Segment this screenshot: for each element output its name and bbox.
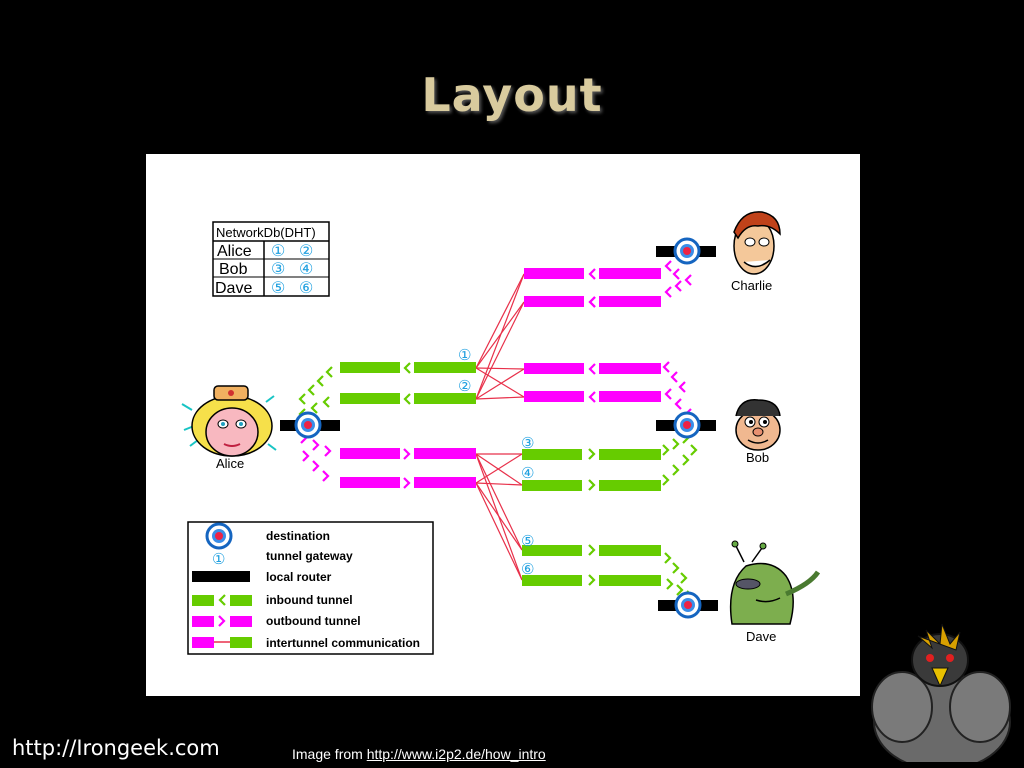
legend-label-outbound: outbound tunnel (266, 614, 361, 628)
legend-destination-icon (205, 522, 233, 550)
legend: destination ① tunnel gateway local route… (187, 521, 434, 655)
peer-label-dave: Dave (746, 629, 776, 644)
credit-link[interactable]: http://www.i2p2.de/how_intro (366, 746, 546, 762)
tunnel-gateways: ① ② ③ ④ ⑤ ⑥ (458, 346, 534, 578)
legend-label-gateway: tunnel gateway (266, 549, 353, 563)
netdb-table: NetworkDb(DHT) Alice Bob Dave ① ② ③ ④ ⑤ … (212, 221, 330, 297)
bob-outbound-tunnels (524, 360, 693, 421)
legend-inbound-swatch (192, 593, 252, 607)
image-credit: Image from http://www.i2p2.de/how_intro (292, 746, 546, 762)
diagram-canvas: NetworkDb(DHT) Alice Bob Dave ① ② ③ ④ ⑤ … (181, 211, 821, 655)
netdb-row-id: ④ (299, 261, 313, 278)
peer-label-bob: Bob (746, 450, 769, 465)
legend-label-router: local router (266, 570, 332, 584)
legend-intertunnel-swatch (192, 637, 252, 648)
netdb-row-id: ① (271, 243, 285, 260)
alice-outbound-tunnels (299, 431, 476, 490)
legend-label-intertunnel: intertunnel communication (266, 636, 420, 650)
netdb-row-name: Bob (219, 261, 248, 278)
dave-destination-icon (674, 591, 702, 619)
legend-label-destination: destination (266, 529, 330, 543)
footer-link[interactable]: http://Irongeek.com (12, 736, 220, 760)
alice-router (280, 411, 340, 439)
netdb-row-id: ⑤ (271, 280, 285, 297)
bob-inbound-tunnels (522, 431, 698, 492)
peer-label-charlie: Charlie (731, 278, 772, 293)
netdb-row-name: Alice (217, 243, 252, 260)
legend-label-inbound: inbound tunnel (266, 593, 353, 607)
bob-avatar-icon (735, 399, 781, 451)
alice-inbound-tunnels (298, 361, 476, 421)
gateway-2: ② (458, 377, 471, 395)
netdb-row-id: ② (299, 243, 313, 260)
netdb-row-name: Dave (215, 280, 252, 297)
slide-title: Layout (421, 68, 603, 122)
irongeek-mascot-icon (871, 623, 1011, 762)
dave-inbound-tunnels (522, 543, 694, 603)
alice-avatar-icon (181, 385, 277, 457)
charlie-router (656, 237, 716, 265)
dave-router (658, 591, 718, 619)
legend-gateway-symbol: ① (212, 551, 225, 568)
netdb-title: NetworkDb(DHT) (216, 225, 316, 240)
peer-label-alice: Alice (216, 456, 244, 471)
gateway-5: ⑤ (521, 532, 534, 550)
i2p-layout-diagram: NetworkDb(DHT) Alice Bob Dave ① ② ③ ④ ⑤ … (146, 154, 860, 696)
bob-router (656, 411, 716, 439)
netdb-row-id: ⑥ (299, 280, 313, 297)
legend-outbound-swatch (192, 614, 252, 628)
gateway-4: ④ (521, 464, 534, 482)
credit-prefix: Image from (292, 746, 367, 762)
gateway-1: ① (458, 346, 471, 364)
gateway-3: ③ (521, 434, 534, 452)
charlie-destination-icon (673, 237, 701, 265)
charlie-avatar-icon (733, 211, 781, 275)
legend-router-swatch (192, 571, 250, 582)
netdb-row-id: ③ (271, 261, 285, 278)
bob-destination-icon (673, 411, 701, 439)
alice-destination-icon (294, 411, 322, 439)
intertunnel-links (475, 273, 525, 581)
gateway-6: ⑥ (521, 560, 534, 578)
charlie-tunnels (524, 259, 693, 309)
dave-avatar-icon (729, 540, 821, 625)
